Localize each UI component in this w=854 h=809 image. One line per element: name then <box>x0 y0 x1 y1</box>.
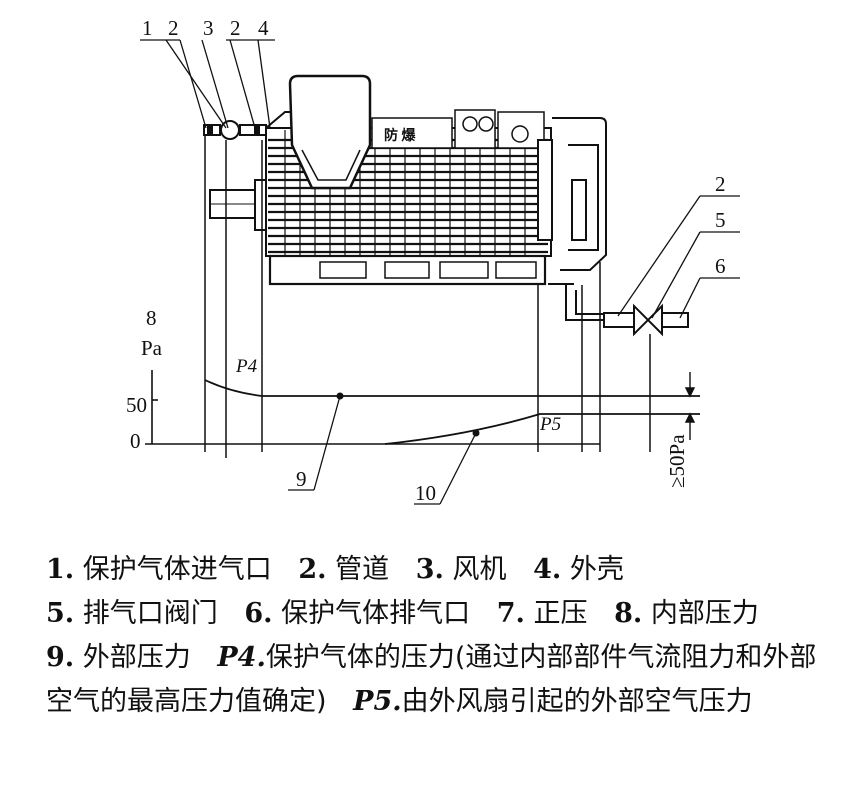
callout-2b: 2 <box>230 16 241 40</box>
caption-item-p4: P4.保护气体的压力(通过内部部件气流阻力和外部空气的最高压力值确定) <box>46 642 817 717</box>
caption-item-5: 5. 排气口阀门 <box>46 598 218 629</box>
callout-2a: 2 <box>168 16 179 40</box>
caption-item-2: 2. 管道 <box>298 554 390 585</box>
y-tick-50: 50 <box>126 393 147 417</box>
caption-item-3: 3. 风机 <box>415 554 507 585</box>
motor-pressure-diagram: 防 爆 <box>126 16 740 505</box>
callout-1: 1 <box>142 16 153 40</box>
dimension-marker <box>684 372 696 440</box>
label-10: 10 <box>415 481 436 505</box>
caption-item-1: 1. 保护气体进气口 <box>46 554 272 585</box>
callout-6: 6 <box>715 254 726 278</box>
gas-outlet <box>661 312 689 328</box>
caption-item-8: 8. 内部压力 <box>614 598 759 629</box>
label-9: 9 <box>296 467 307 491</box>
inlet-assembly <box>203 111 290 140</box>
terminal-box <box>288 74 372 190</box>
figure-caption: 1. 保护气体进气口 2. 管道 3. 风机 4. 外壳 5. 排气口阀门 6.… <box>46 548 826 724</box>
caption-item-p5: P5.由外风扇引起的外部空气压力 <box>353 686 753 717</box>
caption-item-7: 7. 正压 <box>496 598 588 629</box>
curve-leaders <box>288 395 477 505</box>
curve-p5 <box>384 413 700 445</box>
pressure-number: 8 <box>146 306 157 330</box>
curve-p4 <box>204 379 700 397</box>
reference-lines <box>204 135 651 458</box>
callout-4: 4 <box>258 16 269 40</box>
caption-item-9: 9. 外部压力 <box>46 642 191 673</box>
callout-3: 3 <box>203 16 214 40</box>
outer-enclosure <box>548 117 689 337</box>
callout-leaders <box>140 39 740 319</box>
pressure-curves <box>204 379 700 445</box>
dimension-label: ≥50Pa <box>665 434 689 488</box>
callout-2c: 2 <box>715 172 726 196</box>
curve-p4-label: P4 <box>235 356 258 377</box>
caption-item-6: 6. 保护气体排气口 <box>244 598 471 629</box>
svg-text:防 爆: 防 爆 <box>384 127 416 144</box>
pressure-axes <box>145 370 600 445</box>
caption-item-4: 4. 外壳 <box>533 554 624 585</box>
curve-p5-label: P5 <box>539 414 561 435</box>
pressure-unit: Pa <box>141 336 163 360</box>
outlet-valve <box>633 303 663 337</box>
callout-5: 5 <box>715 208 726 232</box>
motor-housing: 防 爆 <box>209 74 553 286</box>
y-tick-0: 0 <box>130 429 141 453</box>
